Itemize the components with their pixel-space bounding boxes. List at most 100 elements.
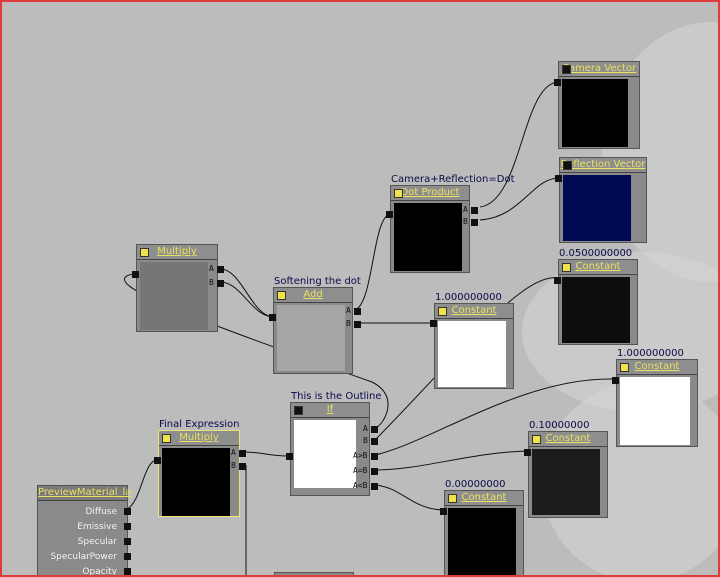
node-header[interactable]: Constant xyxy=(445,491,523,506)
output-socket[interactable] xyxy=(555,175,562,182)
if-node[interactable]: If A B A>B A=B A<B xyxy=(286,402,378,496)
preview-toggle-icon[interactable] xyxy=(162,434,171,443)
preview-toggle-icon[interactable] xyxy=(562,263,571,272)
constant-node[interactable]: Constant xyxy=(440,490,524,575)
output-socket[interactable] xyxy=(554,277,561,284)
reflection-vector-node[interactable]: Reflection Vector xyxy=(555,157,647,243)
pin-label: B xyxy=(463,217,468,226)
node-header[interactable]: Add xyxy=(274,288,352,303)
input-socket[interactable] xyxy=(371,453,378,460)
node-header[interactable]: Constant xyxy=(617,360,697,375)
pin-label: A=B xyxy=(353,466,368,475)
pin-label: B xyxy=(209,278,214,287)
preview-toggle-icon[interactable] xyxy=(140,248,149,257)
node-header[interactable]: If xyxy=(291,403,369,418)
input-socket[interactable] xyxy=(124,553,131,560)
output-socket[interactable] xyxy=(612,377,619,384)
constant-node[interactable]: Constant xyxy=(612,359,698,447)
material-input-label: Diffuse xyxy=(85,507,117,517)
input-socket[interactable] xyxy=(124,523,131,530)
preview-toggle-icon[interactable] xyxy=(563,161,572,170)
wire xyxy=(123,458,160,511)
output-socket[interactable] xyxy=(269,314,276,321)
preview-toggle-icon[interactable] xyxy=(277,291,286,300)
pin-label: B xyxy=(363,436,368,445)
preview-toggle-icon[interactable] xyxy=(438,307,447,316)
input-socket-a[interactable] xyxy=(354,308,361,315)
preview-swatch xyxy=(448,508,516,575)
input-socket[interactable] xyxy=(124,508,131,515)
output-socket[interactable] xyxy=(430,320,437,327)
node-header[interactable]: Multiply xyxy=(137,245,217,260)
node-header[interactable]: Constant xyxy=(529,432,607,447)
material-input-label: Opacity xyxy=(82,567,117,577)
preview-toggle-icon[interactable] xyxy=(620,363,629,372)
pin-label: A xyxy=(363,424,368,433)
preview-toggle-icon[interactable] xyxy=(562,65,571,74)
input-socket-b[interactable] xyxy=(354,321,361,328)
input-socket[interactable] xyxy=(124,568,131,575)
preview-toggle-icon[interactable] xyxy=(394,189,403,198)
input-socket-a[interactable] xyxy=(239,450,246,457)
preview-toggle-icon[interactable] xyxy=(448,494,457,503)
camera-vector-node[interactable]: Camera Vector xyxy=(554,61,640,149)
add-node[interactable]: Add A B xyxy=(269,287,361,374)
wire xyxy=(479,177,560,221)
wire xyxy=(241,451,290,457)
constant-value: 0.0500000000 xyxy=(559,248,633,259)
preview-swatch xyxy=(394,203,462,271)
node-header[interactable]: Constant xyxy=(559,260,637,275)
node-header[interactable]: Dot Product xyxy=(391,186,469,201)
pin-label: A xyxy=(463,205,468,214)
constant-node[interactable]: Constant xyxy=(524,431,608,518)
material-input-label: Emissive xyxy=(77,522,117,532)
constant-node[interactable]: Constant xyxy=(554,259,638,345)
input-socket[interactable] xyxy=(371,438,378,445)
node-title: This is the Outline xyxy=(291,391,382,402)
preview-toggle-icon[interactable] xyxy=(294,406,303,415)
node-header[interactable]: Multiply xyxy=(159,431,239,446)
node-header[interactable]: Camera Vector xyxy=(559,62,639,77)
final-multiply-node[interactable]: Multiply A B xyxy=(154,430,246,517)
input-socket[interactable] xyxy=(124,538,131,545)
output-socket[interactable] xyxy=(440,508,447,515)
material-input-label: SpecularPower xyxy=(50,552,117,562)
input-socket[interactable] xyxy=(371,468,378,475)
wire xyxy=(220,281,275,318)
output-socket[interactable] xyxy=(554,79,561,86)
multiply-node[interactable]: Multiply A B xyxy=(132,244,224,332)
preview-swatch xyxy=(277,305,345,371)
wire xyxy=(353,213,392,311)
node-header[interactable]: PreviewMaterial_la xyxy=(38,486,131,501)
wire xyxy=(479,81,560,208)
preview-swatch xyxy=(294,420,356,488)
dot-product-node[interactable]: Dot Product A B xyxy=(386,185,478,273)
wire xyxy=(374,450,530,471)
material-input-label: Specular xyxy=(77,537,117,547)
input-socket-a[interactable] xyxy=(217,266,224,273)
pin-label: A<B xyxy=(353,481,368,490)
preview-toggle-icon[interactable] xyxy=(532,435,541,444)
input-socket-a[interactable] xyxy=(471,207,478,214)
constant-node[interactable]: Constant xyxy=(430,303,514,389)
wire xyxy=(374,378,615,456)
output-socket[interactable] xyxy=(154,457,161,464)
offscreen-node[interactable] xyxy=(274,572,354,575)
input-socket-b[interactable] xyxy=(239,463,246,470)
output-socket[interactable] xyxy=(132,271,139,278)
input-socket[interactable] xyxy=(371,483,378,490)
constant-value: 1.000000000 xyxy=(617,348,684,359)
node-header[interactable]: Reflection Vector xyxy=(560,158,646,173)
pin-label: A>B xyxy=(353,451,368,460)
input-socket-b[interactable] xyxy=(217,280,224,287)
wire xyxy=(220,268,275,318)
output-socket[interactable] xyxy=(286,453,293,460)
preview-swatch xyxy=(563,175,631,241)
input-socket-b[interactable] xyxy=(471,219,478,226)
preview-material-node[interactable]: PreviewMaterial_la Diffuse Emissive Spec… xyxy=(37,485,131,577)
output-socket[interactable] xyxy=(524,449,531,456)
input-socket[interactable] xyxy=(371,426,378,433)
output-socket[interactable] xyxy=(386,211,393,218)
node-header[interactable]: Constant xyxy=(435,304,513,319)
